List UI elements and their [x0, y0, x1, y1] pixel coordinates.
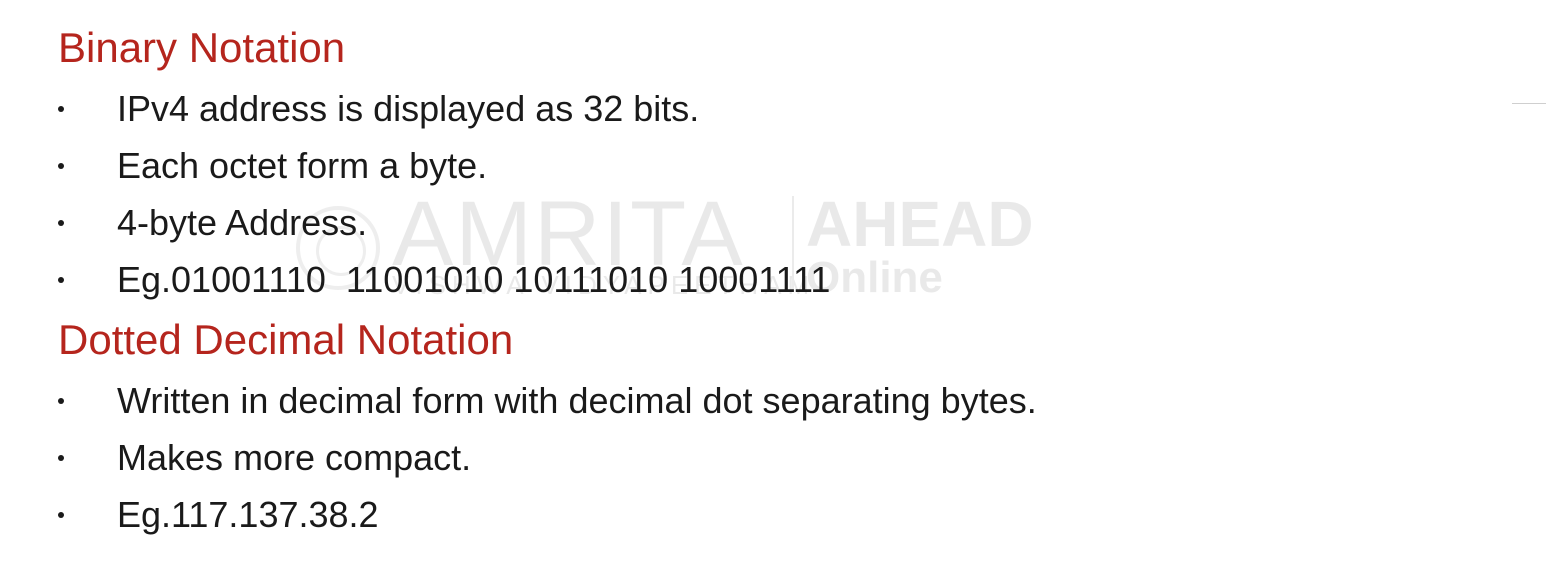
bullet-icon [58, 163, 64, 169]
bullet-icon [58, 220, 64, 226]
watermark-ahead: AHEAD [806, 188, 1034, 260]
bullet-text: 4-byte Address. [117, 202, 368, 243]
bullet-icon [58, 277, 64, 283]
bullet-icon [58, 398, 64, 404]
bullet-text: Written in decimal form with decimal dot… [117, 380, 1037, 421]
bullet-text: Makes more compact. [117, 437, 472, 478]
bullet-text: Each octet form a byte. [117, 145, 488, 186]
bullet-text: Eg.117.137.38.2 [117, 494, 379, 535]
bullet-icon [58, 512, 64, 518]
corner-divider-line [1512, 103, 1546, 104]
section-heading-dotted-decimal-notation: Dotted Decimal Notation [58, 316, 514, 363]
bullet-icon [58, 106, 64, 112]
section-heading-binary-notation: Binary Notation [58, 24, 346, 71]
bullet-text: IPv4 address is displayed as 32 bits. [117, 88, 700, 129]
bullet-icon [58, 455, 64, 461]
bullet-text: Eg.01001110 11001010 10111010 10001111 [117, 259, 831, 300]
